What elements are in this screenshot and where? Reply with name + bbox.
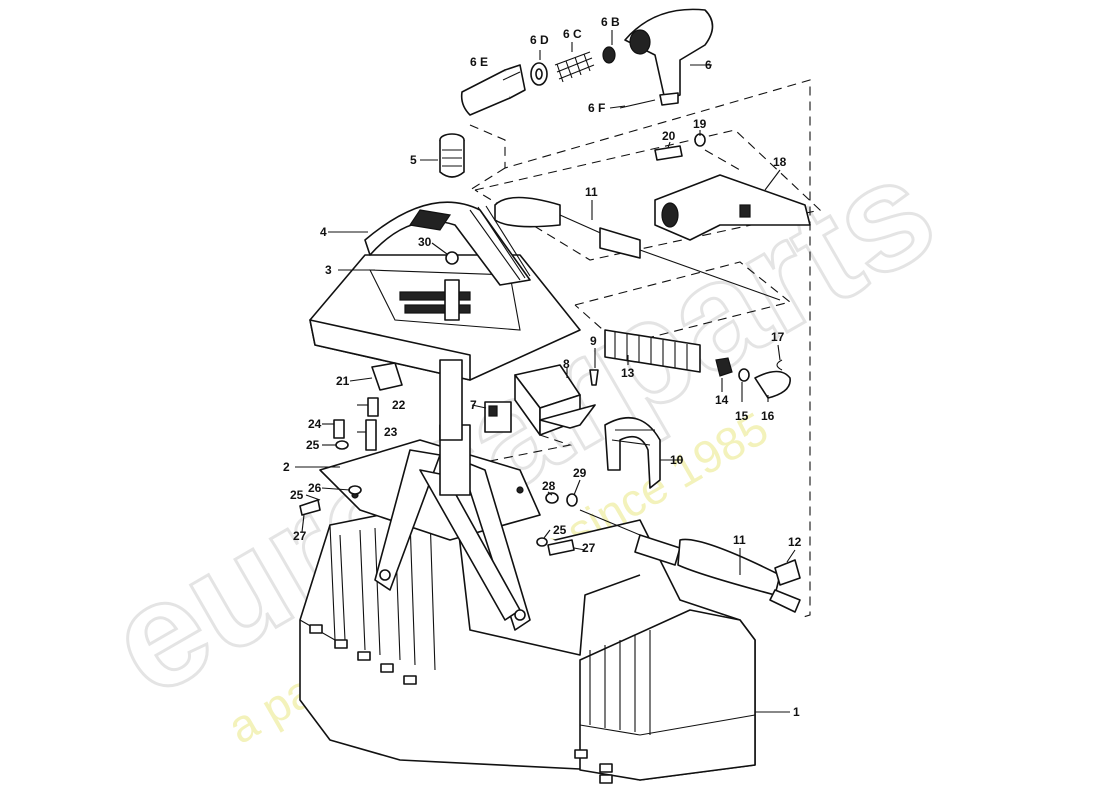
small-hardware xyxy=(299,362,403,516)
callout-3: 3 xyxy=(325,263,332,277)
callout-19: 19 xyxy=(693,117,707,131)
lock-bracket xyxy=(604,416,661,489)
assembly-outlines xyxy=(419,79,822,619)
callout-11-lower: 11 xyxy=(733,533,746,547)
lower-hardware xyxy=(445,251,599,556)
callout-26: 26 xyxy=(308,481,322,495)
callout-6b: 6 B xyxy=(601,15,620,29)
callout-21: 21 xyxy=(336,374,350,388)
callout-1: 1 xyxy=(793,705,800,719)
callout-27-right: 27 xyxy=(582,541,596,555)
callout-4: 4 xyxy=(320,225,327,239)
callout-9: 9 xyxy=(590,334,597,348)
nut-washer-pin xyxy=(715,357,791,399)
callout-29: 29 xyxy=(573,466,587,480)
callout-12: 12 xyxy=(788,535,802,549)
callout-5: 5 xyxy=(410,153,417,167)
selector-cable-lower xyxy=(579,509,801,613)
callout-28: 28 xyxy=(542,479,556,493)
callout-25-upper: 25 xyxy=(306,438,320,452)
callout-15: 15 xyxy=(735,409,749,423)
shifter-base-plate xyxy=(319,424,541,631)
callout-25-right: 25 xyxy=(553,523,567,537)
switch-block xyxy=(484,401,512,433)
callout-27-left: 27 xyxy=(293,529,307,543)
retaining-clip xyxy=(776,359,783,371)
bolt-washer-upper xyxy=(654,133,706,161)
callout-14: 14 xyxy=(715,393,729,407)
callout-23: 23 xyxy=(384,425,398,439)
leader-lines xyxy=(295,30,796,713)
callout-18: 18 xyxy=(773,155,787,169)
gate-cover xyxy=(309,254,581,441)
callout-30: 30 xyxy=(418,235,432,249)
cable-bracket xyxy=(654,174,811,241)
callout-6: 6 xyxy=(705,58,712,72)
shift-knob xyxy=(460,8,714,116)
callout-16: 16 xyxy=(761,409,775,423)
callout-24: 24 xyxy=(308,417,322,431)
knob-insert xyxy=(439,133,465,178)
callout-6e: 6 E xyxy=(470,55,488,69)
callout-13: 13 xyxy=(621,366,635,380)
cable-end-clip xyxy=(774,559,801,586)
callout-7: 7 xyxy=(470,398,477,412)
callout-6d: 6 D xyxy=(530,33,549,47)
callout-20: 20 xyxy=(662,129,676,143)
callout-8: 8 xyxy=(563,357,570,371)
console-housing xyxy=(299,499,756,784)
gate-strip xyxy=(364,201,531,286)
callout-labels: 1 2 3 4 5 6 6 B 6 C 6 D 6 E 6 F 7 8 9 10… xyxy=(283,15,802,719)
callout-22: 22 xyxy=(392,398,406,412)
callout-11-upper: 11 xyxy=(585,185,598,199)
switch-body xyxy=(514,364,596,436)
callout-10: 10 xyxy=(670,453,684,467)
callout-17: 17 xyxy=(771,330,785,344)
selector-cable-upper xyxy=(494,196,781,301)
callout-6c: 6 C xyxy=(563,27,582,41)
callout-2: 2 xyxy=(283,460,290,474)
callout-25-left: 25 xyxy=(290,488,304,502)
cable-boot xyxy=(604,329,701,373)
callout-6f: 6 F xyxy=(588,101,605,115)
